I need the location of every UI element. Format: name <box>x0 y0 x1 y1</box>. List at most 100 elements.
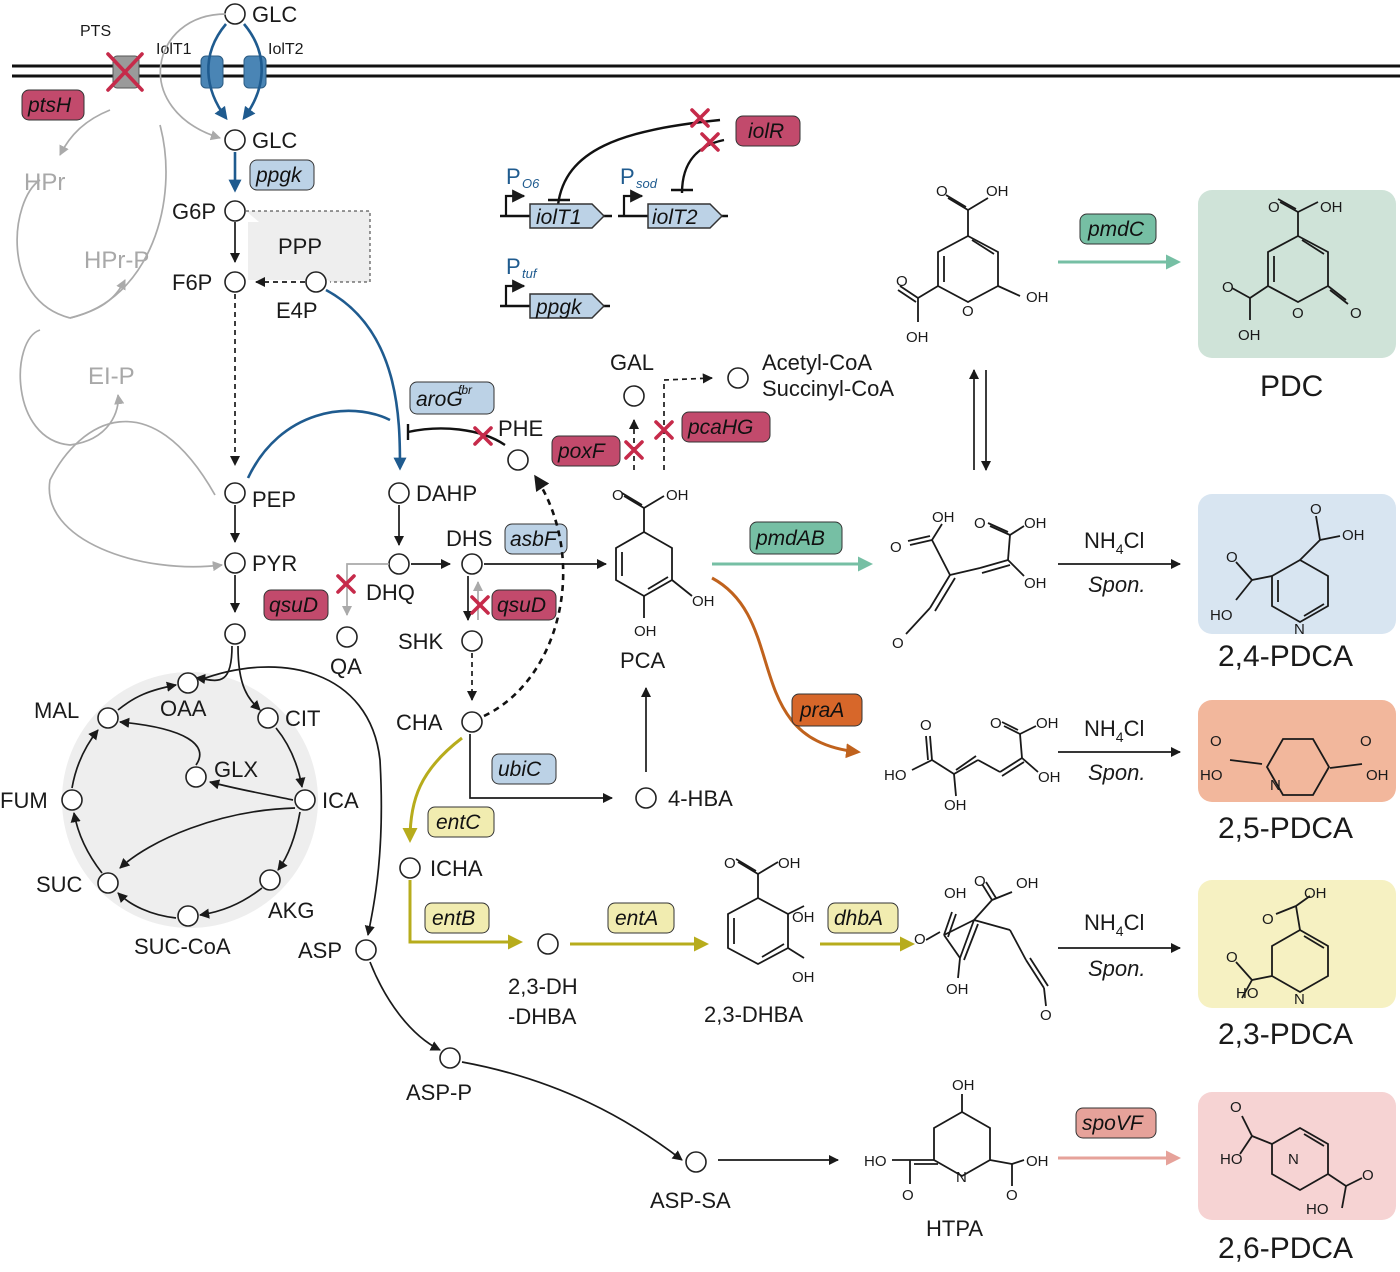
arrow-glx-mal <box>118 717 201 766</box>
node-e4p <box>305 271 327 293</box>
node-dhs <box>461 553 483 575</box>
arrow-iolt2-uptake <box>242 23 263 121</box>
label-hprp: HPr-P <box>84 247 149 274</box>
svg-text:P: P <box>506 164 521 189</box>
label-qa: QA <box>330 654 362 679</box>
svg-text:HO: HO <box>884 767 907 784</box>
svg-text:OH: OH <box>778 855 801 872</box>
node-glx <box>185 766 207 788</box>
pcahg-tag: pcaHG <box>681 411 771 443</box>
svg-text:entA: entA <box>615 907 658 930</box>
svg-text:ppgk: ppgk <box>255 164 303 187</box>
inhibition-iolr-iolt2 <box>680 138 725 194</box>
node-cha <box>461 711 483 733</box>
label-hpr: HPr <box>24 169 65 196</box>
arrow-cha-icha <box>402 736 463 843</box>
svg-text:entB: entB <box>432 907 475 930</box>
qsud-tag-1: qsuD <box>263 589 329 621</box>
svg-text:pcaHG: pcaHG <box>687 416 753 439</box>
label-fum: FUM <box>0 788 48 813</box>
spovf-tag: spoVF <box>1075 1107 1157 1139</box>
svg-text:N: N <box>1294 991 1305 1008</box>
svg-text:O: O <box>1230 1099 1242 1116</box>
svg-text:OH: OH <box>792 909 815 926</box>
arrow-pca-tca <box>663 373 714 470</box>
svg-text:HO: HO <box>1220 1151 1243 1168</box>
svg-text:OH: OH <box>944 885 967 902</box>
nh4cl-label-23: NH4Cl Spon. <box>1084 910 1146 981</box>
x-pca-gal <box>624 440 644 460</box>
label-succinyl-coa: Succinyl-CoA <box>762 376 894 401</box>
asbf-tag: asbF <box>504 523 568 555</box>
iolt2-label: IolT2 <box>268 41 304 58</box>
svg-text:OH: OH <box>666 487 689 504</box>
label-dhq: DHQ <box>366 580 415 605</box>
label-mal: MAL <box>34 698 79 723</box>
svg-text:praA: praA <box>799 699 844 722</box>
label-2-3-dhba: 2,3-DHBA <box>704 1002 803 1027</box>
node-acetyl-succinyl-coa <box>727 367 749 389</box>
product-box-pdc: O OH O O O OH <box>1198 190 1396 358</box>
arrow-e4p-dahp <box>325 288 407 471</box>
svg-text:HO: HO <box>1236 985 1259 1002</box>
arrow-suc-fum <box>70 811 103 874</box>
svg-text:O: O <box>1268 199 1280 216</box>
node-asp-p <box>439 1047 461 1069</box>
gene-ppgk: ppgk P tuf <box>500 254 610 319</box>
svg-text:OH: OH <box>906 329 929 346</box>
svg-text:O: O <box>962 303 974 320</box>
pts-transporter <box>106 52 144 92</box>
svg-text:NH4Cl: NH4Cl <box>1084 528 1144 557</box>
svg-text:O: O <box>1210 733 1222 750</box>
arrow-ica-akg <box>277 811 301 871</box>
node-cit <box>257 707 279 729</box>
svg-text:N: N <box>1294 621 1305 638</box>
svg-text:dhbA: dhbA <box>834 907 883 930</box>
node-asp-sa <box>685 1151 707 1173</box>
label-g6p: G6P <box>172 199 216 224</box>
svg-text:N: N <box>956 1169 967 1186</box>
svg-text:O: O <box>902 1187 914 1204</box>
label-ica: ICA <box>322 788 359 813</box>
label-phe: PHE <box>498 416 543 441</box>
svg-text:OH: OH <box>1342 527 1365 544</box>
svg-text:HO: HO <box>864 1153 887 1170</box>
enta-tag: entA <box>607 902 675 934</box>
node-qa <box>336 626 358 648</box>
product-label-pdc: PDC <box>1260 370 1323 403</box>
ptsh-tag: ptsH <box>21 89 85 121</box>
node-oaa <box>177 672 199 694</box>
svg-text:asbF: asbF <box>510 528 558 551</box>
product-label-2-4-pdca: 2,4-PDCA <box>1218 640 1353 673</box>
node-4hba <box>635 787 657 809</box>
arrow-succoa-suc <box>117 892 177 919</box>
svg-text:spoVF: spoVF <box>1082 1112 1144 1135</box>
arrow-cha-4hba <box>469 734 614 804</box>
inhibition-iolr-iolt1 <box>556 118 721 206</box>
label-asp: ASP <box>298 938 342 963</box>
arrow-pts-hpr <box>59 109 111 156</box>
x-shk-dhs <box>470 595 490 615</box>
svg-text:pmdC: pmdC <box>1087 218 1145 241</box>
label-f6p: F6P <box>172 270 212 295</box>
node-shk <box>461 630 483 652</box>
product-box-2-5-pdca: O HO N O OH <box>1198 700 1396 802</box>
arrow-oaa-asp <box>199 666 383 937</box>
svg-text:OH: OH <box>692 593 715 610</box>
svg-text:sod: sod <box>636 176 658 191</box>
svg-text:OH: OH <box>1024 575 1047 592</box>
entc-tag: entC <box>427 806 495 838</box>
product-box-2-3-pdca: OH O O HO N <box>1198 880 1396 1008</box>
node-g6p <box>224 200 246 222</box>
svg-text:OH: OH <box>1026 289 1049 306</box>
node-fum <box>61 789 83 811</box>
label-cit: CIT <box>285 706 320 731</box>
label-oaa: OAA <box>160 696 207 721</box>
svg-text:O: O <box>1040 1007 1052 1024</box>
svg-text:O: O <box>1006 1187 1018 1204</box>
product-box-2-4-pdca: O OH O HO N <box>1198 494 1396 638</box>
arrow-cha-phe <box>483 474 565 718</box>
node-mal <box>97 707 119 729</box>
label-pep: PEP <box>252 487 296 512</box>
svg-text:OH: OH <box>1036 715 1059 732</box>
